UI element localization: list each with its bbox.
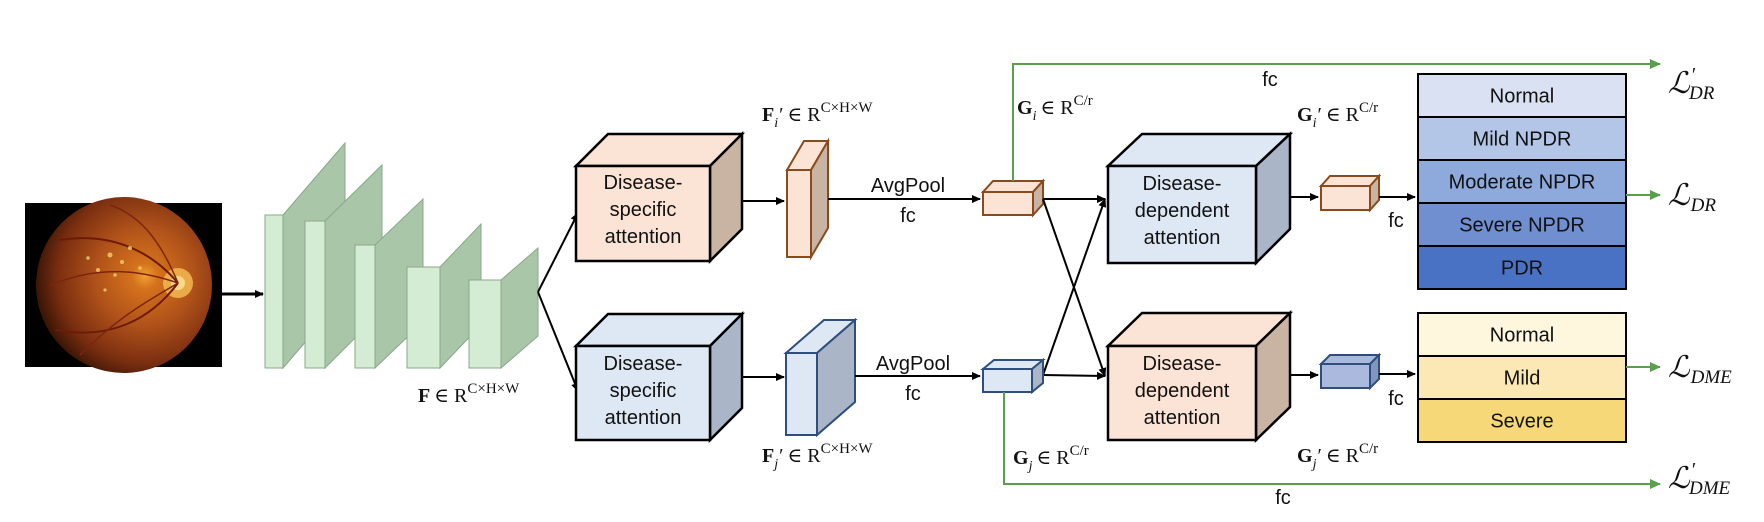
dme-class-cell	[1417, 355, 1627, 400]
feature-block-fj	[783, 317, 858, 438]
loss-dme-prime: ℒ′DME	[1668, 459, 1731, 499]
gj-to-dep-top	[1042, 198, 1107, 376]
fc-label-green-top: fc	[1262, 69, 1278, 91]
disease-specific-attention-bottom: Disease- specific attention	[572, 310, 746, 444]
dependent-label-line2: dependent	[1135, 200, 1230, 222]
green-arrow-top	[1012, 59, 1661, 181]
vector-gj-prime	[1318, 352, 1382, 391]
fc-label-dme: fc	[1388, 388, 1404, 410]
dependent-label-line3: attention	[1144, 227, 1221, 249]
attention-label-line2: specific	[610, 199, 677, 221]
dme-class-label: Normal	[1490, 325, 1554, 347]
fc-label-dr: fc	[1388, 210, 1404, 232]
fc-label-top: fc	[900, 205, 916, 227]
vector-gi	[980, 178, 1046, 218]
dependent-bottom-line1: Disease-	[1143, 353, 1222, 375]
dr-class-cell	[1417, 245, 1627, 290]
attention-bottom-line1: Disease-	[604, 353, 683, 375]
dr-class-label: Moderate NPDR	[1449, 172, 1596, 194]
split-arrow-bottom	[537, 291, 579, 392]
dme-class-label: Mild	[1504, 368, 1541, 390]
dr-class-label: Normal	[1490, 86, 1554, 108]
gj-prime-label: Gj′∈ RC/r	[1297, 441, 1378, 472]
vector-gj	[980, 357, 1046, 395]
dr-class-label: Severe NPDR	[1459, 215, 1585, 237]
loss-dme: ℒDME	[1668, 351, 1732, 388]
disease-specific-attention-top: Disease- specific attention	[572, 130, 746, 265]
avgpool-label-bottom: AvgPool	[876, 353, 950, 375]
gi-prime-label: Gi′∈ RC/r	[1297, 100, 1378, 131]
dr-class-cell	[1417, 73, 1627, 118]
dependent-bottom-line2: dependent	[1135, 380, 1230, 402]
attention-bottom-line3: attention	[605, 407, 682, 429]
dr-class-cell	[1417, 159, 1627, 204]
attention-label-line1: Disease-	[604, 172, 683, 194]
fj-label: Fj′∈ RC×H×W	[762, 441, 873, 472]
dr-class-label: Mild NPDR	[1473, 129, 1572, 151]
dme-class-label: Severe	[1490, 411, 1553, 433]
dependent-label-line1: Disease-	[1143, 173, 1222, 195]
vector-gi-prime	[1318, 173, 1382, 213]
dr-class-label: PDR	[1501, 258, 1543, 280]
dependent-bottom-line3: attention	[1144, 407, 1221, 429]
gj-label: Gj∈ RC/r	[1013, 443, 1089, 474]
disease-dependent-attention-bottom: Disease- dependent attention	[1104, 310, 1294, 443]
loss-dr: ℒDR	[1668, 179, 1716, 216]
dme-class-cell	[1417, 398, 1627, 443]
disease-dependent-attention-top: Disease- dependent attention	[1104, 131, 1294, 267]
fc-label-green-bottom: fc	[1275, 487, 1291, 509]
backbone-cnn	[264, 141, 539, 370]
feature-block-fi	[785, 137, 830, 261]
attention-label-line3: attention	[605, 226, 682, 248]
dr-class-cell	[1417, 202, 1627, 247]
green-arrow-bottom	[1003, 392, 1661, 489]
split-arrow-top	[537, 212, 579, 293]
fc-label-bottom: fc	[905, 383, 921, 405]
gj-to-dep-bottom	[1042, 371, 1106, 380]
gi-label: Gi∈ RC/r	[1017, 93, 1093, 124]
attention-bottom-line2: specific	[610, 380, 677, 402]
loss-dr-prime: ℒ′DR	[1668, 64, 1715, 104]
dr-class-cell	[1417, 116, 1627, 161]
fi-label: Fi′∈ RC×H×W	[762, 100, 873, 131]
dme-class-cell	[1417, 312, 1627, 357]
feature-map-label: F∈ RC×H×W	[418, 381, 520, 407]
avgpool-label-top: AvgPool	[871, 175, 945, 197]
fundus-image	[25, 197, 222, 373]
